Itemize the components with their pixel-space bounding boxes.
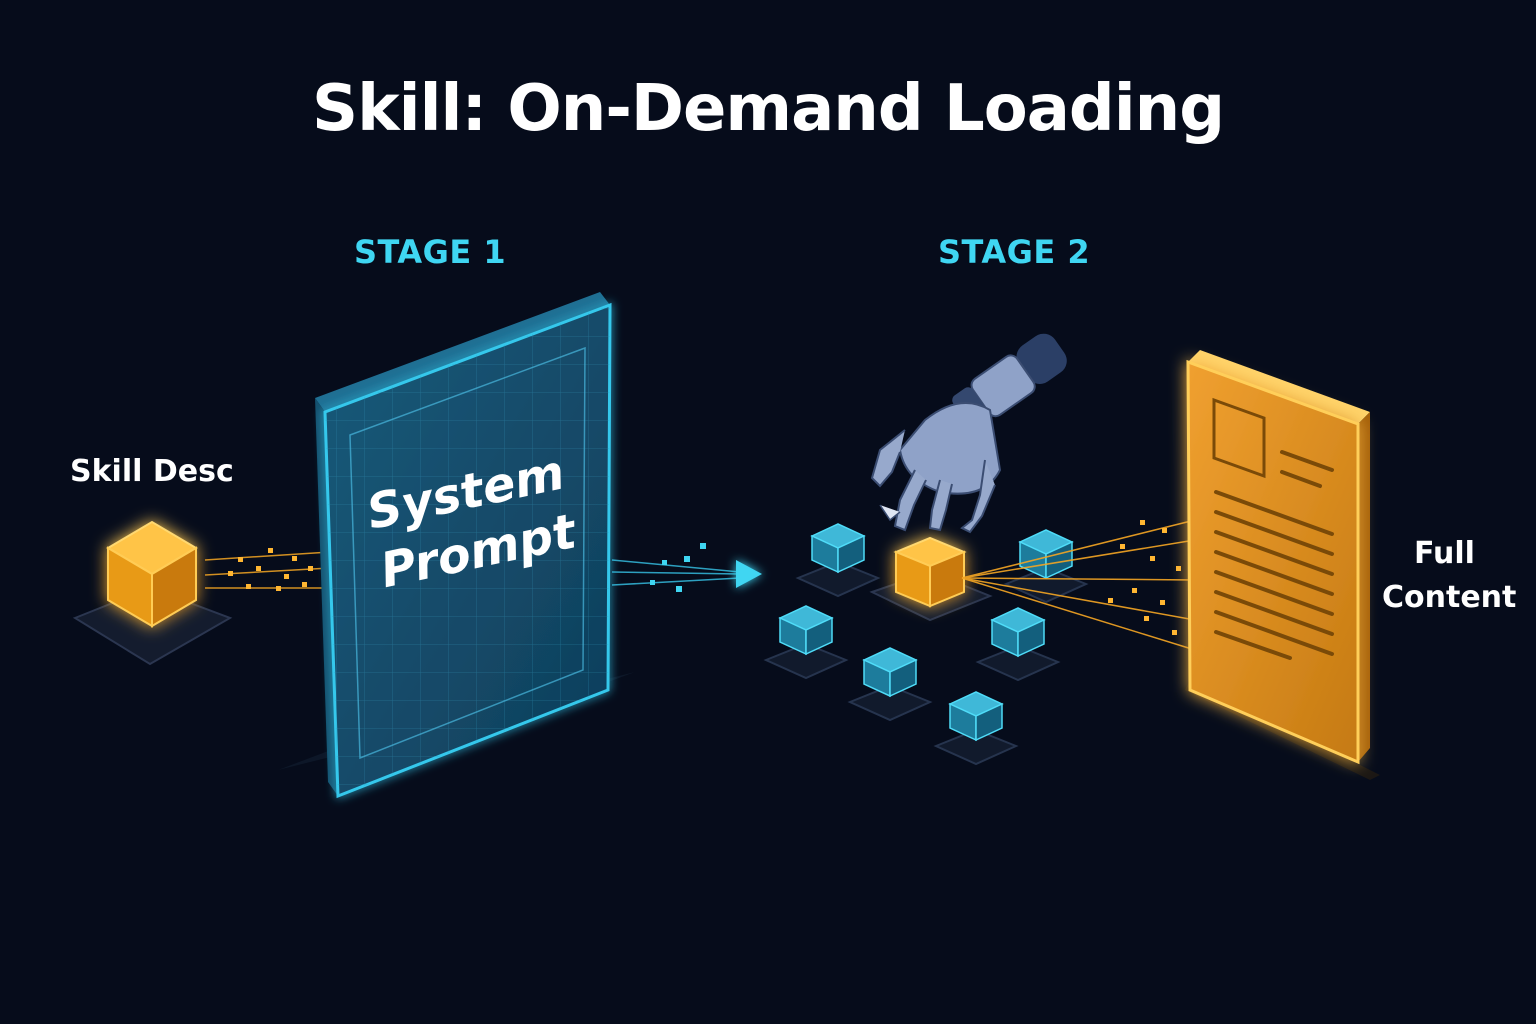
diagram-title: Skill: On-Demand Loading <box>312 72 1225 146</box>
skill-desc-group <box>72 520 331 666</box>
arrow-right-icon <box>611 543 762 592</box>
full-content-line-1: Full <box>1414 536 1475 571</box>
full-content-line-2: Content <box>1382 580 1517 615</box>
document-icon <box>1185 350 1380 780</box>
full-content-label: Full Content <box>1382 532 1516 620</box>
skill-cube-3 <box>763 605 849 680</box>
skill-cube-1 <box>795 523 881 598</box>
skill-cube-6 <box>933 691 1019 766</box>
stage-2-label: STAGE 2 <box>938 233 1091 271</box>
skill-cube-4 <box>975 607 1061 682</box>
skill-desc-label: Skill Desc <box>70 454 234 489</box>
skill-cube-2 <box>1003 529 1089 604</box>
system-prompt-panel <box>278 292 635 799</box>
skill-cube-grid <box>763 523 1089 766</box>
robot-hand-icon <box>870 333 1067 534</box>
skill-cube-icon <box>106 520 198 628</box>
skill-cube-5 <box>847 647 933 722</box>
selected-skill-cube-icon <box>869 519 1196 651</box>
stage-1-label: STAGE 1 <box>354 233 507 271</box>
